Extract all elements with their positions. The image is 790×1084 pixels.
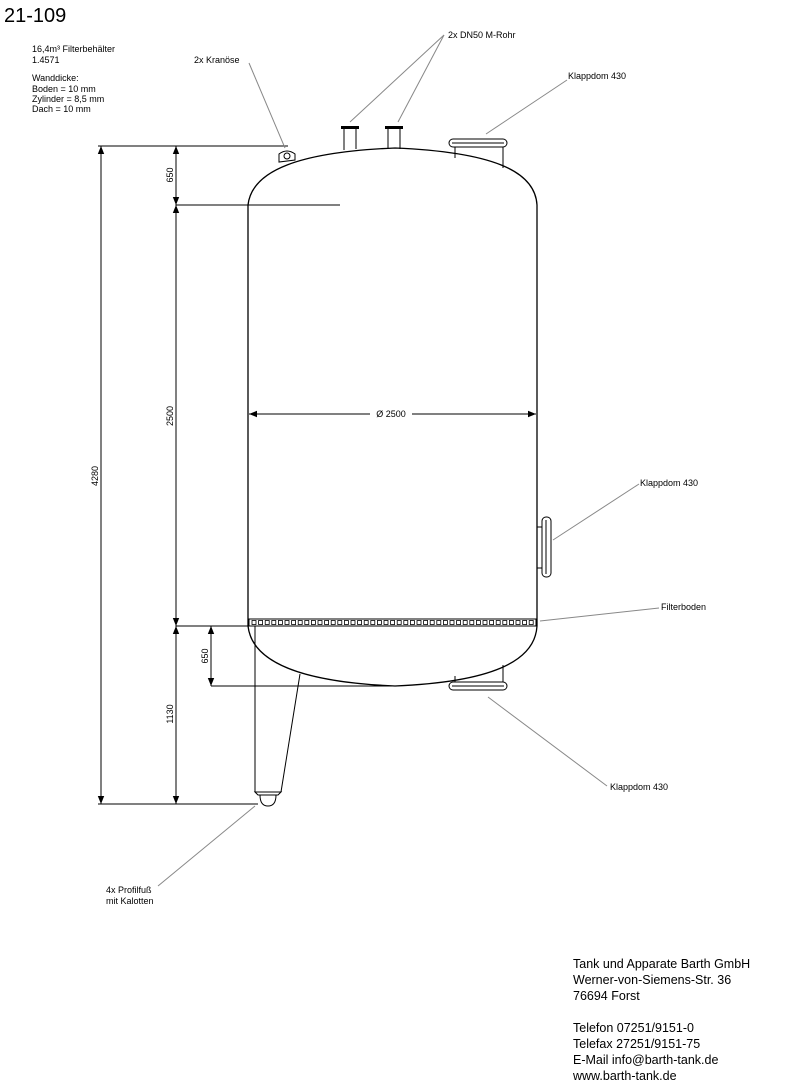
dimension-cylinder: 2500 [165,205,180,626]
filter-hole [251,620,257,625]
label-manhole-side: Klappdom 430 [640,478,698,488]
filter-hole [475,620,481,625]
label-manhole-bottom: Klappdom 430 [610,782,668,792]
dimension-roof: 650 [165,146,180,205]
filter-hole [502,620,508,625]
label-filter-floor: Filterboden [661,602,706,612]
filter-hole [456,620,462,625]
dim-diameter: Ø 2500 [376,409,406,419]
filter-hole [469,620,475,625]
filter-hole [528,620,534,625]
company-name: Tank und Apparate Barth GmbH [573,957,751,971]
company-street: Werner-von-Siemens-Str. 36 [573,973,732,987]
dim-bottom-dish-height: 650 [200,648,210,663]
spec-wall-title: Wanddicke: [32,73,79,83]
filter-hole [376,620,382,625]
manhole-bottom [448,665,508,691]
dimension-bottom-dish: 650 [200,626,393,687]
dim-bottom-section-height: 1130 [165,704,175,723]
filter-hole [515,620,521,625]
filter-hole [449,620,455,625]
filter-hole [383,620,389,625]
dimension-total: 4280 [90,145,288,805]
dimension-diameter: Ø 2500 [249,408,536,419]
filter-hole [489,620,495,625]
filter-hole [350,620,356,625]
label-legs-line2: mit Kalotten [106,896,154,906]
tank-bottom-dish [247,625,538,687]
nozzle-left [341,126,359,150]
dim-total-height: 4280 [90,466,100,486]
filter-hole [271,620,277,625]
lifting-lug [278,150,296,163]
label-lifting-lugs: 2x Kranöse [194,55,240,65]
company-info: Tank und Apparate Barth GmbH Werner-von-… [573,956,750,1084]
filter-hole [429,620,435,625]
filter-hole [317,620,323,625]
nozzle-right [385,126,403,149]
filter-hole [423,620,429,625]
leader-manhole-top [485,79,568,135]
filter-floor-perforations [251,620,534,625]
filter-hole [495,620,501,625]
filter-hole [390,620,396,625]
tank-roof-dome [247,147,538,206]
filter-hole [310,620,316,625]
spec-product: 16,4m³ Filterbehälter [32,44,115,54]
filter-hole [297,620,303,625]
filter-hole [277,620,283,625]
leader-nozzles [349,34,445,123]
tank-outline [176,147,538,687]
filter-hole [258,620,264,625]
filter-hole [370,620,376,625]
filter-floor [248,618,537,627]
filter-hole [324,620,330,625]
company-city: 76694 Forst [573,989,640,1003]
spec-roof: Dach = 10 mm [32,104,91,114]
filter-hole [409,620,415,625]
dim-roof-height: 650 [165,167,175,182]
company-email[interactable]: E-Mail info@barth-tank.de [573,1053,719,1067]
label-manhole-top: Klappdom 430 [568,71,626,81]
leader-legs [157,805,256,887]
filter-hole [337,620,343,625]
filter-hole [442,620,448,625]
filter-hole [284,620,290,625]
filter-hole [416,620,422,625]
filter-hole [522,620,527,625]
dim-cylinder-height: 2500 [165,406,175,426]
filter-hole [363,620,369,625]
filter-hole [462,620,468,625]
leader-lifting-lug [248,62,286,149]
label-nozzles: 2x DN50 M-Rohr [448,30,516,40]
spec-bottom: Boden = 10 mm [32,84,96,94]
company-fax: Telefax 27251/9151-75 [573,1037,701,1051]
filter-hole [436,620,442,625]
filter-hole [330,620,336,625]
support-leg [253,626,301,807]
filter-hole [304,620,310,625]
filter-hole [482,620,488,625]
filter-hole [508,620,514,625]
company-phone: Telefon 07251/9151-0 [573,1021,694,1035]
manhole-side [537,516,552,578]
filter-hole [291,620,297,625]
filter-hole [357,620,363,625]
leader-filter-floor [539,607,660,622]
leader-manhole-bottom [487,696,608,787]
spec-material: 1.4571 [32,55,60,65]
manhole-top [448,138,508,168]
drawing-number: 21-109 [4,5,66,27]
filter-hole [396,620,402,625]
leader-manhole-side [552,483,640,541]
filter-hole [264,620,270,625]
filter-hole [343,620,349,625]
spec-cylinder: Zylinder = 8,5 mm [32,94,104,104]
filter-hole [403,620,409,625]
label-legs-line1: 4x Profilfuß [106,885,152,895]
company-web[interactable]: www.barth-tank.de [573,1069,677,1083]
